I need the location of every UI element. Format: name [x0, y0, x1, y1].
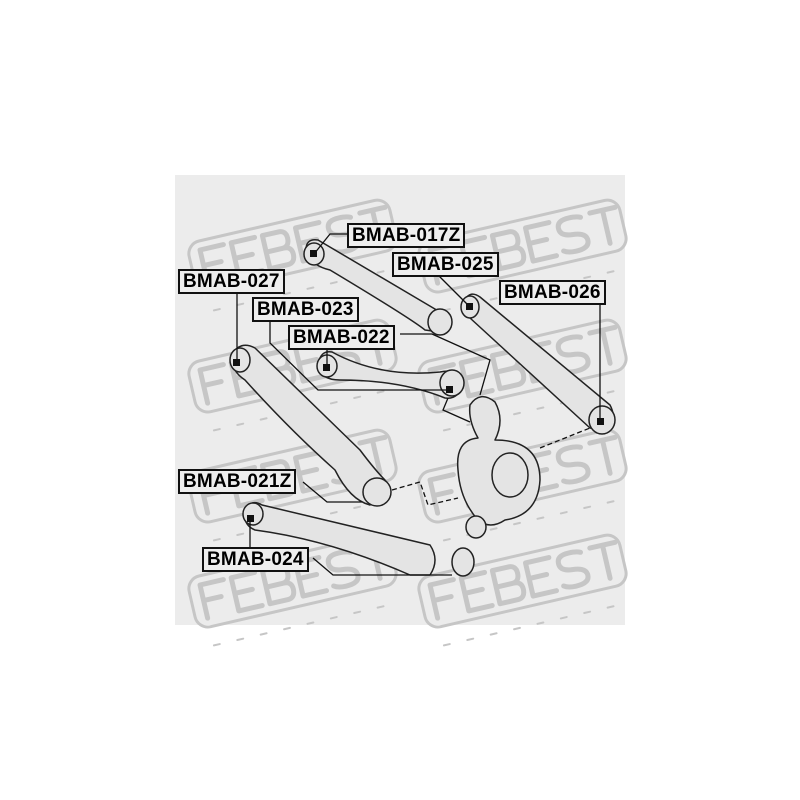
part-label-bmab-021z: BMAB-021Z: [178, 469, 297, 494]
trailing-arm: [231, 344, 386, 506]
marker: [466, 303, 473, 310]
assembly-line: [431, 333, 491, 396]
lower-control-arm: [243, 501, 436, 576]
marker: [323, 364, 330, 371]
bushing: [362, 477, 392, 507]
assembly-line: [442, 397, 471, 423]
assembly-line: [539, 427, 591, 449]
part-label-bmab-017z: BMAB-017Z: [347, 223, 466, 248]
part-label-bmab-025: BMAB-025: [392, 252, 499, 277]
leader-line-024b: [312, 557, 452, 576]
assembly-line: [391, 481, 459, 506]
marker: [233, 359, 240, 366]
hub: [491, 452, 529, 498]
bushing: [465, 515, 487, 539]
leader-line-023: [269, 319, 448, 391]
camber-link-arm: [317, 351, 463, 399]
part-label-bmab-026: BMAB-026: [499, 280, 606, 305]
part-label-bmab-023: BMAB-023: [252, 297, 359, 322]
bushing: [451, 547, 475, 577]
leader-line-025: [437, 274, 471, 308]
marker: [597, 418, 604, 425]
upper-control-arm: [305, 239, 445, 333]
part-label-bmab-027: BMAB-027: [178, 269, 285, 294]
leader-line-017z: [313, 233, 347, 255]
marker: [310, 250, 317, 257]
marker: [247, 515, 254, 522]
bushing: [427, 308, 453, 336]
part-label-bmab-022: BMAB-022: [288, 325, 395, 350]
part-label-bmab-024: BMAB-024: [202, 547, 309, 572]
marker: [446, 386, 453, 393]
leader-line-021z: [302, 481, 362, 503]
